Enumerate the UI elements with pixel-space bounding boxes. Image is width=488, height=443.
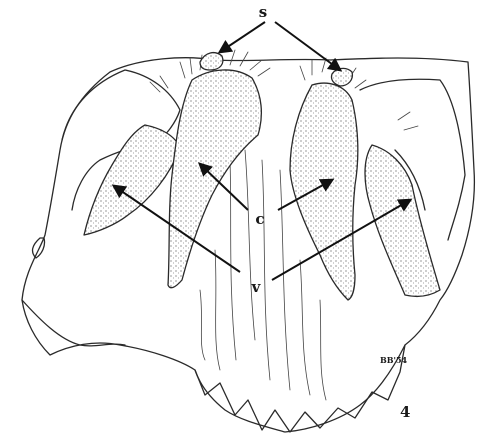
arrow-s-right: [275, 22, 340, 70]
artist-signature: BB'54: [380, 355, 408, 365]
s-right: [331, 68, 352, 86]
label-v: v: [251, 278, 262, 296]
label-c: c: [255, 210, 264, 228]
arrow-s-left: [220, 22, 265, 52]
s-left: [200, 53, 223, 70]
label-s: s: [259, 3, 267, 21]
figure-number: 4: [400, 403, 410, 421]
v-left: [84, 125, 180, 235]
